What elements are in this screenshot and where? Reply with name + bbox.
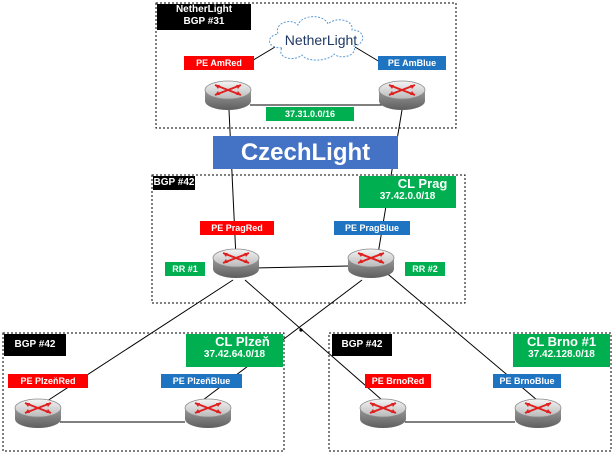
router-icon[interactable] bbox=[14, 398, 62, 429]
czechlight-core-label: CzechLight bbox=[213, 136, 398, 169]
prag-site-name: CL Prag bbox=[397, 176, 448, 191]
router-label-pragblue: PE PragBlue bbox=[334, 221, 410, 235]
links bbox=[43, 46, 538, 423]
netherlight-bgp-label: NetherLight BGP #31 bbox=[157, 4, 251, 30]
cloud-icon bbox=[269, 16, 364, 61]
netherlight-prefix: 37.31.0.0/16 bbox=[266, 107, 354, 121]
plzen-domain-box bbox=[2, 332, 285, 452]
router-icon[interactable] bbox=[347, 248, 395, 279]
prag-bgp-label: BGP #42 bbox=[153, 176, 195, 190]
netherlight-domain-box bbox=[155, 2, 457, 129]
router-icon[interactable] bbox=[212, 248, 260, 279]
cloud-label: NetherLight bbox=[284, 32, 358, 48]
route-reflector-2: RR #2 bbox=[405, 262, 445, 276]
router-icon[interactable] bbox=[359, 398, 407, 429]
route-reflector-1: RR #1 bbox=[165, 262, 205, 276]
brno-site-prefix: 37.42.128.0/18 bbox=[528, 349, 595, 360]
plzen-bgp-label: BGP #42 bbox=[4, 334, 66, 356]
plzen-site-prefix: 37.42.64.0/18 bbox=[203, 349, 266, 360]
router-icon[interactable] bbox=[184, 398, 232, 429]
prag-site-prefix: 37.42.0.0/18 bbox=[379, 191, 436, 202]
router-icon[interactable] bbox=[378, 80, 426, 111]
plzen-site-name: CL Plzeň bbox=[215, 334, 270, 349]
router-label-plzenblue: PE PlzeňBlue bbox=[161, 374, 242, 388]
router-label-brnoblue: PE BrnoBlue bbox=[493, 374, 561, 388]
prag-domain-box bbox=[151, 174, 466, 304]
router-icon[interactable] bbox=[514, 398, 562, 429]
router-label-brnored: PE BrnoRed bbox=[365, 374, 431, 388]
brno-site-label: CL Brno #1 37.42.128.0/18 bbox=[513, 334, 610, 367]
router-label-amblue: PE AmBlue bbox=[378, 56, 446, 70]
brno-site-name: CL Brno #1 bbox=[526, 334, 597, 349]
router-label-plzenred: PE PlzeňRed bbox=[8, 374, 88, 388]
router-label-pragred: PE PragRed bbox=[200, 221, 274, 235]
router-label-amred: PE AmRed bbox=[184, 56, 254, 70]
plzen-site-label: CL Plzeň 37.42.64.0/18 bbox=[186, 334, 283, 367]
router-icon[interactable] bbox=[204, 80, 252, 111]
prag-site-label: CL Prag 37.42.0.0/18 bbox=[359, 176, 456, 208]
brno-domain-box bbox=[328, 332, 612, 452]
brno-bgp-label: BGP #42 bbox=[332, 334, 392, 356]
netherlight-bgp-number: BGP #31 bbox=[183, 16, 225, 27]
netherlight-name: NetherLight bbox=[175, 4, 233, 15]
